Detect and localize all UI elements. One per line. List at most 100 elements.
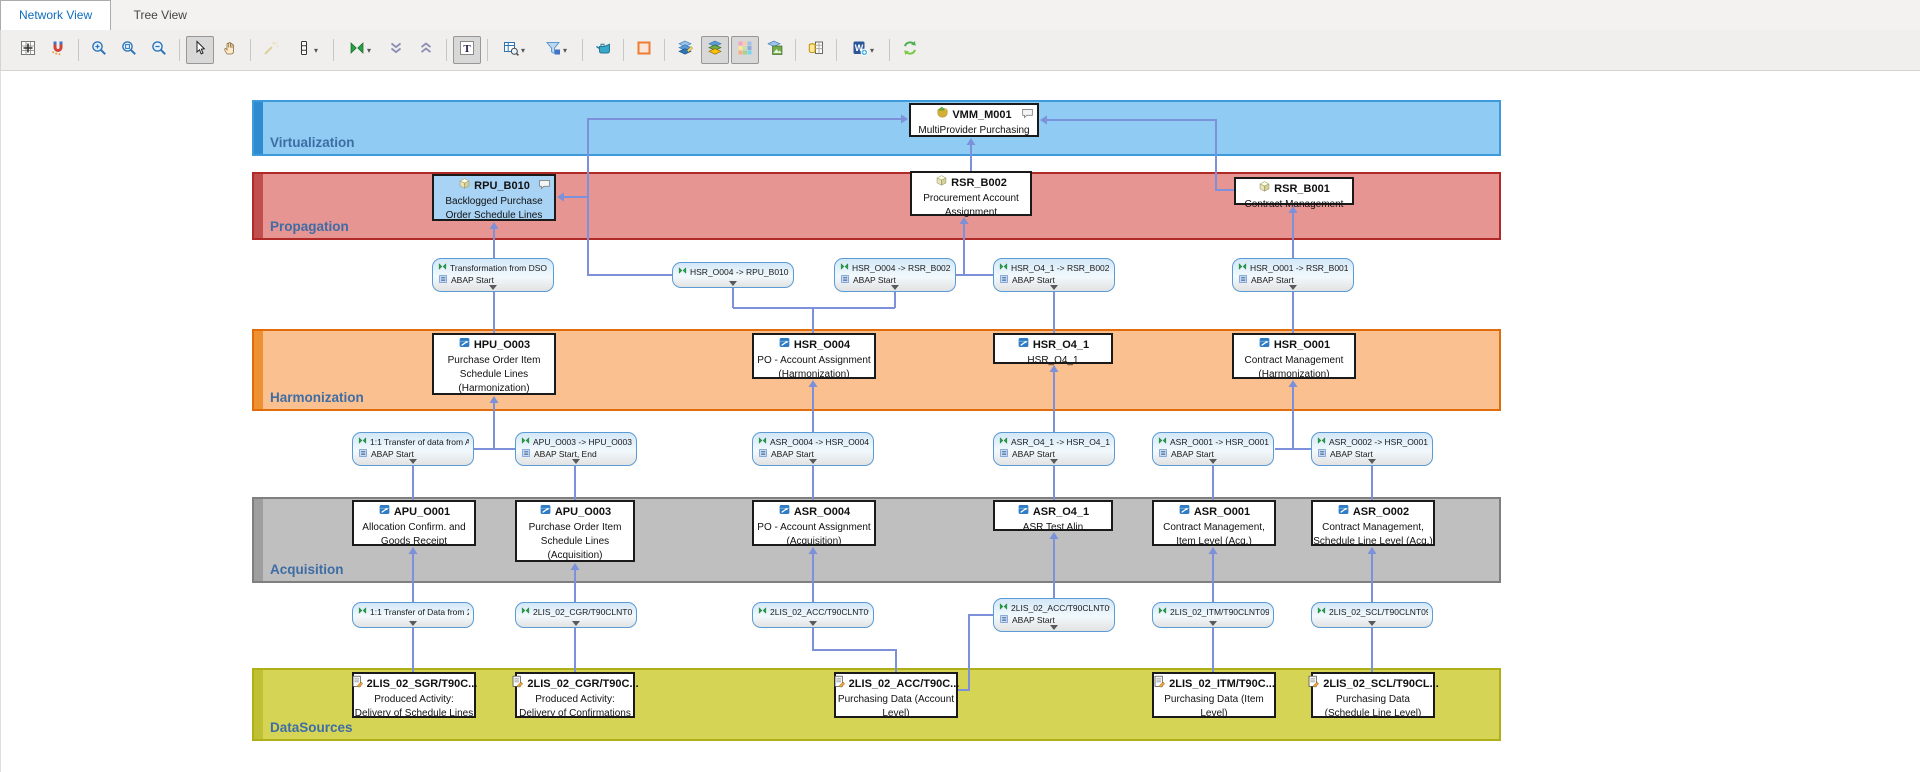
- expand-caret-icon[interactable]: [1289, 285, 1297, 290]
- expand-caret-icon[interactable]: [489, 285, 497, 290]
- node-title: ASR_O4_1: [1032, 505, 1090, 518]
- coin-table-button[interactable]: [802, 36, 830, 64]
- expand-caret-icon[interactable]: [891, 285, 899, 290]
- expand-caret-icon[interactable]: [1368, 459, 1376, 464]
- magnet-button[interactable]: [44, 36, 72, 64]
- node-2lis-02-cgr-t90c[interactable]: 2LIS_02_CGR/T90C...Produced Activity:Del…: [512, 672, 639, 719]
- expand-caret-icon[interactable]: [409, 459, 417, 464]
- toolbar-separator: [179, 39, 180, 61]
- abap-routine-label: ABAP Start: [451, 275, 494, 285]
- zoom-in-button[interactable]: [85, 36, 113, 64]
- expand-caret-icon[interactable]: [809, 459, 817, 464]
- filter-button[interactable]: ▾: [536, 36, 576, 64]
- expand-caret-icon[interactable]: [1368, 621, 1376, 626]
- layers-edit-button[interactable]: [671, 36, 699, 64]
- expand-caret-icon[interactable]: [1050, 459, 1058, 464]
- pan-hand-button[interactable]: [216, 36, 244, 64]
- connector-arrowhead: [1049, 365, 1059, 372]
- dropdown-caret-icon[interactable]: ▾: [869, 45, 874, 55]
- expand-caret-icon[interactable]: [1209, 459, 1217, 464]
- orange-frame-button[interactable]: [630, 36, 658, 64]
- expand-caret-icon[interactable]: [1050, 625, 1058, 630]
- dropdown-caret-icon[interactable]: ▾: [366, 45, 371, 55]
- transformation-tr-dso-hp[interactable]: Transformation from DSO HP...ABAP Start: [432, 258, 554, 292]
- text-mode-icon: T: [459, 40, 475, 61]
- table-search-button[interactable]: ▾: [494, 36, 534, 64]
- text-mode-button[interactable]: T: [453, 36, 481, 64]
- refresh-button[interactable]: [896, 36, 924, 64]
- node-description: (Acquisition): [786, 536, 842, 547]
- expand-caret-icon[interactable]: [572, 621, 580, 626]
- transformation-tr-2lis-itm[interactable]: 2LIS_02_ITM/T90CLNT090 ->...: [1152, 602, 1274, 628]
- transformation-tr-2lis-scl[interactable]: 2LIS_02_SCL/T90CLNT090 ->...: [1311, 602, 1433, 628]
- oil-can-button[interactable]: [589, 36, 617, 64]
- connector: [956, 223, 993, 276]
- expand-caret-icon[interactable]: [572, 459, 580, 464]
- layers-color-button[interactable]: [701, 36, 729, 64]
- expand-caret-icon[interactable]: [1050, 285, 1058, 290]
- expand-caret-icon[interactable]: [1209, 621, 1217, 626]
- zoom-fit-button[interactable]: [115, 36, 143, 64]
- tab-tree-view[interactable]: Tree View: [133, 8, 187, 22]
- node-2lis-02-acc-t90c[interactable]: 2LIS_02_ACC/T90C...Purchasing Data (Acco…: [834, 672, 960, 719]
- transformation-tr-2lis-acc-2[interactable]: 2LIS_02_ACC/T90CLNT090 ->...ABAP Start: [993, 598, 1115, 632]
- transformation-tr-2lis-acc-1[interactable]: 2LIS_02_ACC/T90CLNT090 ->...: [752, 602, 874, 628]
- dso-icon: [378, 503, 391, 521]
- layers-image-button[interactable]: [761, 36, 789, 64]
- expand-caret-icon[interactable]: [729, 281, 737, 286]
- abap-routine-label: ABAP Start: [1251, 275, 1294, 285]
- expand-caret-icon[interactable]: [809, 621, 817, 626]
- word-export-button[interactable]: W▾: [843, 36, 883, 64]
- comment-icon[interactable]: [1021, 107, 1034, 125]
- dropdown-caret-icon[interactable]: ▾: [313, 45, 318, 55]
- expand-caret-icon[interactable]: [409, 621, 417, 626]
- node-2lis-02-itm-t90c[interactable]: 2LIS_02_ITM/T90C...Purchasing Data (Item…: [1152, 672, 1276, 719]
- connection-lines: [408, 114, 1377, 691]
- tab-network-view[interactable]: Network View: [0, 0, 112, 31]
- node-title: 2LIS_02_ACC/T90C...: [848, 677, 960, 690]
- transformation-tr-2lis-cgr[interactable]: 2LIS_02_CGR/T90CLNT090 ->...: [515, 602, 637, 628]
- dropdown-caret-icon[interactable]: ▾: [562, 45, 567, 55]
- collapse-all-button[interactable]: [382, 36, 410, 64]
- zoom-out-button[interactable]: [145, 36, 173, 64]
- node-title: HSR_O004: [793, 338, 851, 351]
- select-cursor-button[interactable]: [186, 36, 214, 64]
- comment-icon[interactable]: [538, 178, 551, 196]
- expand-all-button[interactable]: [412, 36, 440, 64]
- layout-rows-button[interactable]: ▾: [287, 36, 327, 64]
- transformation-button[interactable]: ▾: [340, 36, 380, 64]
- node-title: HPU_O003: [473, 338, 531, 351]
- grid-button[interactable]: [14, 36, 42, 64]
- palette-button[interactable]: [731, 36, 759, 64]
- transformation-tr-1-1-2lis[interactable]: 1:1 Transfer of Data from 2LIS...: [352, 602, 474, 628]
- node-2lis-02-sgr-t90c[interactable]: 2LIS_02_SGR/T90C...Produced Activity:Del…: [352, 672, 477, 719]
- dropdown-caret-icon[interactable]: ▾: [520, 45, 525, 55]
- transformation-tr-hsr-o004-rpu-b010[interactable]: HSR_O004 -> RPU_B010: [672, 262, 794, 288]
- lane-strip: [254, 670, 263, 739]
- node-2lis-02-scl-t90cl[interactable]: 2LIS_02_SCL/T90CL...Purchasing Data(Sche…: [1308, 672, 1439, 719]
- transformation-tr-1-1-apu[interactable]: 1:1 Transfer of data from APU...ABAP Sta…: [352, 432, 474, 466]
